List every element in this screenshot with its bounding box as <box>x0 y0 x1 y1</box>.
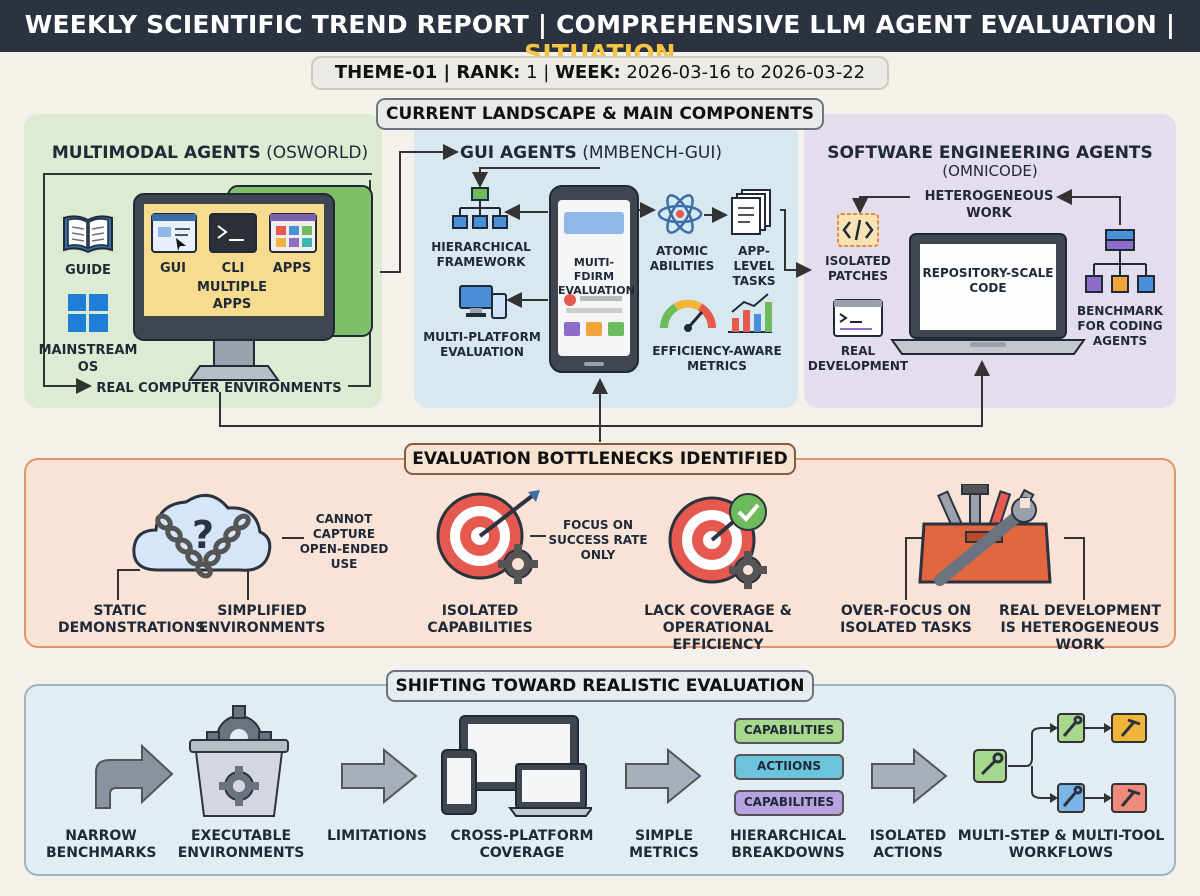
simple-metrics-label: SIMPLE METRICS <box>629 828 699 861</box>
stack-top-pill: CAPABILITIES <box>734 718 844 744</box>
multiple-apps-label: MULTIPLE APPS <box>196 280 268 312</box>
svg-text:?: ? <box>192 513 214 557</box>
atomic-abilities-label: ATOMIC ABILITIES <box>649 244 715 273</box>
landscape-title: CURRENT LANDSCAPE & MAIN COMPONENTS <box>376 98 824 130</box>
report-title: WEEKLY SCIENTIFIC TREND REPORT | COMPREH… <box>0 10 1200 68</box>
focus-success-label: FOCUS ON SUCCESS RATE ONLY <box>548 518 648 562</box>
atom-icon <box>657 194 703 234</box>
limitations-label: LIMITATIONS <box>327 828 427 844</box>
workflow-tree-icon <box>973 713 1147 813</box>
static-demos-label: STATIC DEMONSTRATIONS <box>58 603 206 636</box>
benchmark-coding-label: BENCHMARK FOR CODING AGENTS <box>1076 304 1163 348</box>
windows-logo-icon <box>68 294 108 332</box>
software-title-bold: SOFTWARE ENGINEERING AGENTS <box>827 143 1153 163</box>
hier-breakdowns-label: HIERARCHICAL BREAKDOWNS <box>729 828 847 861</box>
isolated-caps-label: ISOLATED CAPABILITIES <box>427 603 533 636</box>
multi-device-icon <box>459 285 507 319</box>
cross-platform-label: CROSS-PLATFORM COVERAGE <box>450 828 594 861</box>
multimodal-title-norm: (OSWORLD) <box>260 143 369 163</box>
phone-icon <box>549 185 639 373</box>
week-label: WEEK: <box>555 62 621 83</box>
guide-label: GUIDE <box>65 263 111 278</box>
efficiency-metrics-label: EFFICIENCY-AWARE METRICS <box>652 344 782 373</box>
heterogeneous-work-label: HETEROGENEOUS WORK <box>924 189 1054 221</box>
real-dev-hetero-label: REAL DEVELOPMENT IS HETEROGENEOUS WORK <box>999 603 1161 653</box>
isolated-actions-label: ISOLATED ACTIONS <box>869 828 947 861</box>
landscape-connectors <box>43 144 1121 442</box>
simple-metrics-arrow-icon <box>625 748 702 804</box>
mainstream-os-label: MAINSTREAM OS <box>38 343 138 375</box>
book-icon <box>63 215 113 254</box>
hierarchical-framework-label: HIERARCHICAL FRAMEWORK <box>431 240 531 269</box>
benchmark-hierarchy-icon <box>1085 229 1155 293</box>
executable-env-label: EXECUTABLE ENVIRONMENTS <box>177 828 305 861</box>
subtitle-bar: THEME-01 | RANK: 1 | WEEK: 2026-03-16 to… <box>311 56 889 90</box>
gauge-icon <box>659 299 717 332</box>
multimodal-title: MULTIMODAL AGENTS (OSWORLD) <box>40 143 380 163</box>
isolated-actions-arrow-icon <box>871 748 948 804</box>
cloud-chain-icon: ? <box>132 493 272 579</box>
cli-label: CLI <box>221 261 245 276</box>
phone-screen-label: MUITI-FDIRM EVALUATION <box>558 256 635 297</box>
cannot-capture-label: CANNOT CAPTURE OPEN-ENDED USE <box>299 512 389 571</box>
target-gear-icon <box>436 490 540 584</box>
rank-value: 1 | <box>520 62 556 83</box>
shifting-title: SHIFTING TOWARD REALISTIC EVALUATION <box>386 670 814 702</box>
real-env-label: REAL COMPUTER ENVIRONMENTS <box>96 381 342 396</box>
target-check-icon <box>668 493 767 589</box>
app-level-tasks-label: APP-LEVEL TASKS <box>732 244 776 288</box>
bottlenecks-title: EVALUATION BOTTLENECKS IDENTIFIED <box>404 443 796 475</box>
isolated-patches-label: ISOLATED PATCHES <box>825 254 891 283</box>
toolbox-icon <box>918 484 1052 586</box>
over-focus-label: OVER-FOCUS ON ISOLATED TASKS <box>840 603 972 636</box>
header-bar: WEEKLY SCIENTIFIC TREND REPORT | COMPREH… <box>0 0 1200 68</box>
bottleneck-connectors <box>117 535 1085 600</box>
repository-scale-label: REPOSITORY-SCALE CODE <box>922 266 1054 295</box>
laptop-icon <box>890 233 1086 355</box>
real-development-label: REAL DEVELOPMENT <box>807 344 909 373</box>
desktop-monitor-icon <box>133 185 373 381</box>
gui-agents-title-bold: GUI AGENTS <box>460 143 577 163</box>
report-title-main: WEEKLY SCIENTIFIC TREND REPORT | COMPREH… <box>24 10 1176 39</box>
stack-bottom-pill: CAPABILITIES <box>734 790 844 816</box>
multimodal-title-bold: MULTIMODAL AGENTS <box>51 143 261 163</box>
code-file-icon <box>837 213 879 247</box>
gui-label: GUI <box>159 261 187 276</box>
hierarchy-icon <box>452 187 508 229</box>
narrow-benchmarks-label: NARROW BENCHMARKS <box>46 828 157 861</box>
lack-coverage-label: LACK COVERAGE & OPERATIONAL EFFICIENCY <box>644 603 792 653</box>
terminal-window-icon <box>833 299 883 337</box>
simplified-env-label: SIMPLIFIED ENVIRONMENTS <box>198 603 326 636</box>
gui-agents-title: GUI AGENTS (MMBENCH-GUI) <box>460 143 760 163</box>
limitations-arrow-icon <box>341 748 418 804</box>
stack-mid-pill: ACTIIONS <box>734 754 844 780</box>
apps-label: APPS <box>272 261 312 276</box>
task-docs-icon <box>731 189 771 235</box>
software-title-norm: (OMNICODE) <box>942 162 1038 180</box>
week-range: 2026-03-16 to 2026-03-22 <box>620 62 866 83</box>
executable-basket-icon <box>189 705 289 817</box>
cross-platform-devices-icon <box>441 715 592 817</box>
theme-label: THEME-01 | RANK: <box>334 62 521 83</box>
multi-step-label: MULTI-STEP & MULTI-TOOL WORKFLOWS <box>957 828 1165 861</box>
gui-agents-title-norm: (MMBENCH-GUI) <box>576 143 722 163</box>
multi-platform-label: MULTI-PLATFORM EVALUATION <box>423 330 541 359</box>
bar-chart-icon <box>728 293 772 333</box>
narrow-arrow-icon <box>95 743 174 809</box>
